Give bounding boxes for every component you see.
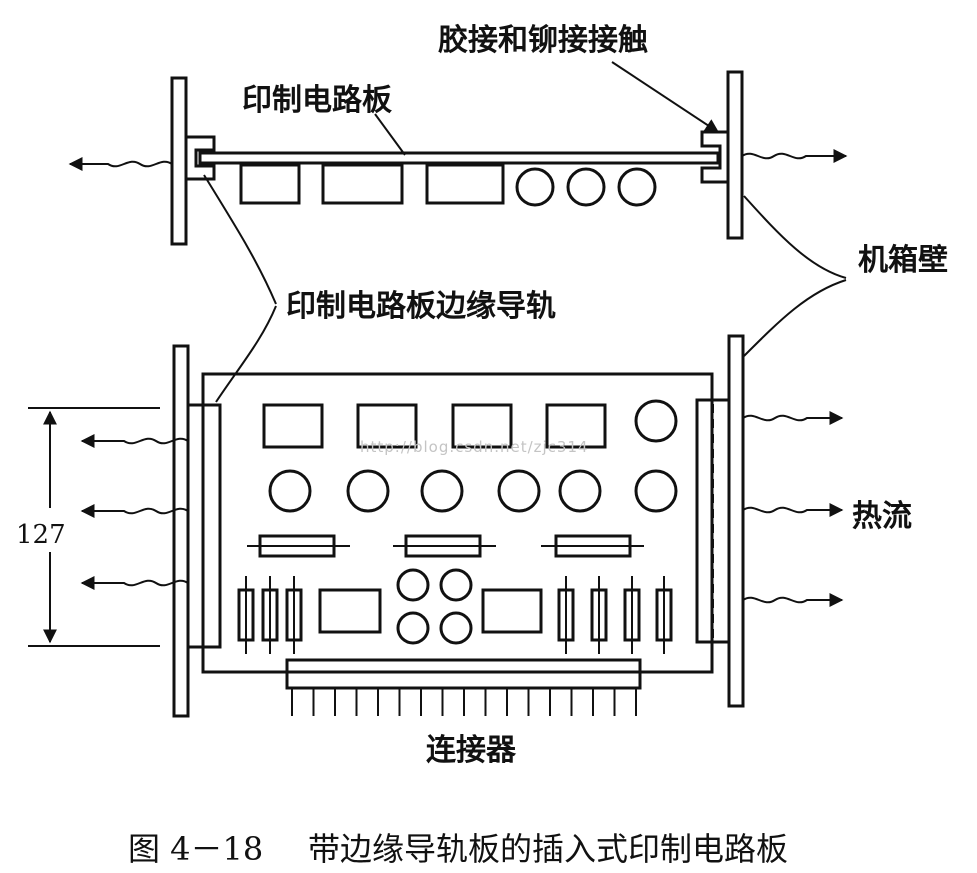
label-chassis-wall: 机箱壁 [858,243,948,278]
component-rect [262,403,324,449]
resistor-vertical [623,576,641,654]
heat-flow-arrow [80,504,189,518]
edge-guide-left-top [186,135,216,181]
component-rect [318,588,382,634]
component-circle [617,167,657,207]
resistor-horizontal [247,534,350,558]
chassis-wall-right-front [727,334,745,708]
edge-guide-right-top [700,130,728,184]
component-circle [515,167,555,207]
component-rect [356,403,418,449]
component-circle [268,469,312,513]
component-circle [439,611,473,645]
component-circle [634,399,678,443]
label-pcb: 印制电路板 [242,83,392,118]
label-pcb-edge-guide: 印制电路板边缘导轨 [286,289,556,324]
pcb-board-top [198,151,720,165]
component-circle [439,568,473,602]
resistor-vertical [557,576,575,654]
resistor-vertical [590,576,608,654]
chassis-wall-left-top [170,76,188,246]
label-heat-flow: 热流 [852,499,912,534]
chassis-wall-right-top [726,70,744,240]
watermark: http://blog.csdn.net/zjc314 [360,438,589,456]
label-glue-rivet-contact: 胶接和铆接接触 [438,23,648,58]
caption-number: 图 4－18 [128,830,263,868]
heat-flow-arrow [80,576,189,590]
leader-line [743,195,847,279]
figure-caption: 图 4－18 带边缘导轨板的插入式印制电路板 [128,830,788,868]
leader-line [374,113,406,156]
heat-flow-arrow [742,503,844,517]
component-rect [451,403,513,449]
component-circle [396,568,430,602]
connector-pins [291,688,637,716]
component-circle [346,469,390,513]
caption-title: 带边缘导轨板的插入式印制电路板 [308,830,788,868]
resistor-vertical [237,576,255,654]
component-circle [497,469,541,513]
resistor-vertical [655,576,673,654]
component-rect [239,163,301,205]
leader-line [611,61,720,133]
heat-flow-arrow [80,434,189,448]
heat-flow-arrow [68,157,173,171]
edge-guide-left-front [186,403,222,649]
heat-flow-arrow [742,411,844,425]
label-connector: 连接器 [426,733,517,768]
edge-guide-right-front [695,398,731,644]
dimension-127: 127 [16,407,160,647]
component-rect [545,403,607,449]
resistor-vertical [261,576,279,654]
edge-guide-callout: 印制电路板边缘导轨 [203,174,556,403]
leader-line [743,279,847,357]
leader-line [215,305,277,403]
heat-flow-arrow [741,149,848,163]
front-view: 热流 [80,334,912,718]
component-rect [425,163,505,205]
component-rect [321,163,404,205]
component-circle [566,167,606,207]
heat-flow-arrow [742,593,844,607]
resistor-horizontal [393,534,496,558]
component-circle [396,611,430,645]
connector-body [285,658,642,690]
label-dimension: 127 [16,520,66,550]
resistor-vertical [285,576,303,654]
leader-line [203,174,277,305]
component-rect [481,588,543,634]
component-circle [558,469,602,513]
chassis-wall-callout: 机箱壁 [743,195,948,357]
resistor-horizontal [541,534,644,558]
component-circle [420,469,464,513]
chassis-wall-left-front [172,344,190,718]
top-view: 胶接和铆接接触 印制电路板 [68,23,848,246]
component-circle [634,469,678,513]
